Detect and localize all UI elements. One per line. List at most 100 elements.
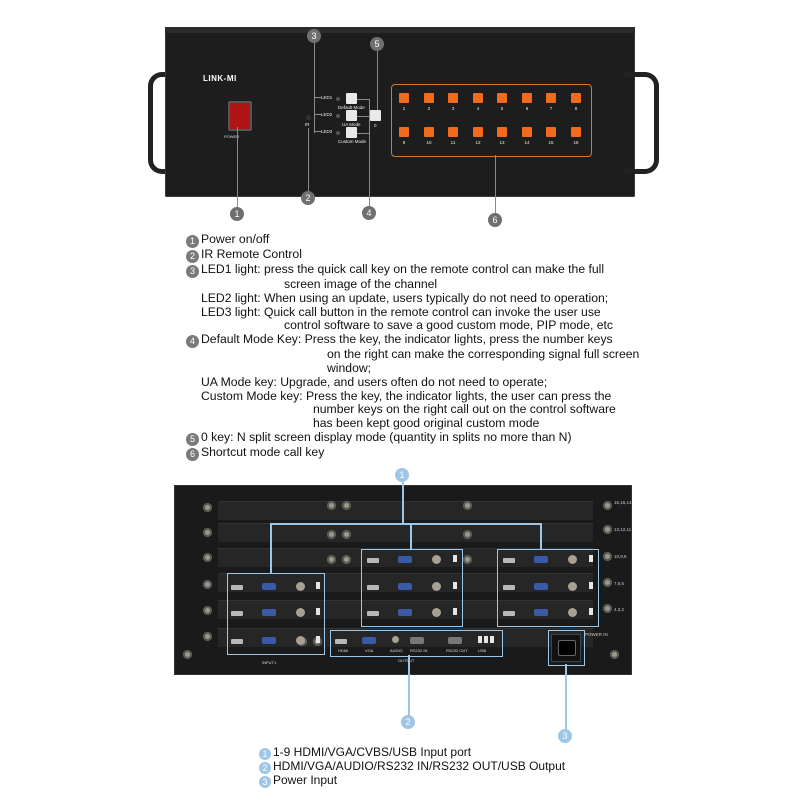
screw xyxy=(203,606,212,615)
legend-text: Power on/off xyxy=(201,232,270,246)
custom-mode-key[interactable] xyxy=(346,127,357,138)
usb-port[interactable] xyxy=(316,608,320,615)
power-switch[interactable] xyxy=(228,101,252,131)
legend-line: has been kept good original custom mode xyxy=(313,416,540,431)
hdmi-port[interactable] xyxy=(503,558,515,563)
cvbs-port[interactable] xyxy=(568,555,577,564)
cvbs-port[interactable] xyxy=(432,582,441,591)
rs232-in-port[interactable] xyxy=(410,637,424,644)
cvbs-port[interactable] xyxy=(296,636,305,645)
default-mode-label: Default Mode xyxy=(338,105,365,110)
usb-port[interactable] xyxy=(453,555,457,562)
number-key-label: 9 xyxy=(402,140,406,145)
output-hdmi-port[interactable] xyxy=(335,639,347,644)
usb-port[interactable] xyxy=(453,608,457,615)
hdmi-port[interactable] xyxy=(231,639,243,644)
usb-port[interactable] xyxy=(589,555,593,562)
input-label: INPUT1 xyxy=(262,660,277,665)
cvbs-port[interactable] xyxy=(568,582,577,591)
hdmi-port[interactable] xyxy=(367,611,379,616)
cvbs-port[interactable] xyxy=(432,608,441,617)
output-usb-port[interactable] xyxy=(478,636,482,643)
custom-mode-label: Custom Mode xyxy=(338,139,367,144)
number-key-14[interactable] xyxy=(522,127,532,137)
number-key-11[interactable] xyxy=(448,127,458,137)
hdmi-port[interactable] xyxy=(367,558,379,563)
number-key-6[interactable] xyxy=(522,93,532,103)
number-key-panel xyxy=(391,84,592,157)
cvbs-port[interactable] xyxy=(296,582,305,591)
screw xyxy=(203,632,212,641)
ir-label: IR xyxy=(305,122,310,127)
number-key-label: 11 xyxy=(450,140,456,145)
zero-key[interactable] xyxy=(370,110,381,121)
number-key-15[interactable] xyxy=(546,127,556,137)
screw xyxy=(203,553,212,562)
output-usb-port[interactable] xyxy=(484,636,488,643)
callout-leader-4-ua xyxy=(357,116,369,118)
usb-port[interactable] xyxy=(316,582,320,589)
hdmi-port[interactable] xyxy=(503,611,515,616)
usb-port[interactable] xyxy=(589,608,593,615)
power-highlight-box xyxy=(548,630,585,666)
cvbs-port[interactable] xyxy=(296,608,305,617)
cvbs-port[interactable] xyxy=(568,608,577,617)
legend-number: 1 xyxy=(259,748,271,760)
vga-port[interactable] xyxy=(534,556,548,563)
number-key-label: 1 xyxy=(402,106,406,111)
vga-port[interactable] xyxy=(262,637,276,644)
number-key-5[interactable] xyxy=(497,93,507,103)
slot-channel-label: 10,9,8 xyxy=(614,554,627,559)
vga-port[interactable] xyxy=(534,583,548,590)
number-key-16[interactable] xyxy=(571,127,581,137)
number-key-9[interactable] xyxy=(399,127,409,137)
port-label-usb: USB xyxy=(478,648,487,653)
vga-port[interactable] xyxy=(398,556,412,563)
hdmi-port[interactable] xyxy=(231,611,243,616)
vga-port[interactable] xyxy=(398,583,412,590)
vga-port[interactable] xyxy=(262,609,276,616)
number-key-label: 12 xyxy=(475,140,481,145)
cvbs-port[interactable] xyxy=(432,555,441,564)
number-key-3[interactable] xyxy=(448,93,458,103)
legend-text: HDMI/VGA/AUDIO/RS232 IN/RS232 OUT/USB Ou… xyxy=(273,759,566,773)
ua-mode-key[interactable] xyxy=(346,110,357,121)
number-key-4[interactable] xyxy=(473,93,483,103)
vga-port[interactable] xyxy=(262,583,276,590)
usb-port[interactable] xyxy=(453,582,457,589)
default-mode-key[interactable] xyxy=(346,93,357,104)
rs232-out-port[interactable] xyxy=(448,637,462,644)
number-key-8[interactable] xyxy=(571,93,581,103)
number-key-7[interactable] xyxy=(546,93,556,103)
usb-port[interactable] xyxy=(589,582,593,589)
vga-port[interactable] xyxy=(398,609,412,616)
output-audio-port[interactable] xyxy=(392,636,399,643)
screw xyxy=(603,501,612,510)
output-vga-port[interactable] xyxy=(362,637,376,644)
output-usb-port[interactable] xyxy=(490,636,494,643)
number-key-10[interactable] xyxy=(424,127,434,137)
port-label-vga: VGA xyxy=(365,648,374,653)
callout-marker-3: 3 xyxy=(307,29,321,43)
led3-label: LED3 xyxy=(321,129,333,134)
number-key-1[interactable] xyxy=(399,93,409,103)
number-key-12[interactable] xyxy=(473,127,483,137)
number-key-2[interactable] xyxy=(424,93,434,103)
hdmi-port[interactable] xyxy=(503,585,515,590)
hdmi-port[interactable] xyxy=(367,585,379,590)
power-in-label: POWER IN xyxy=(585,632,608,637)
number-key-label: 4 xyxy=(476,106,480,111)
vga-port[interactable] xyxy=(534,609,548,616)
usb-port[interactable] xyxy=(316,636,320,643)
callout-leader-3 xyxy=(314,42,316,95)
right-rack-handle xyxy=(624,72,659,174)
number-key-label: 8 xyxy=(574,106,578,111)
number-key-13[interactable] xyxy=(497,127,507,137)
hdmi-port[interactable] xyxy=(231,585,243,590)
power-input-socket[interactable] xyxy=(551,634,581,662)
legend-number: 2 xyxy=(186,250,199,263)
